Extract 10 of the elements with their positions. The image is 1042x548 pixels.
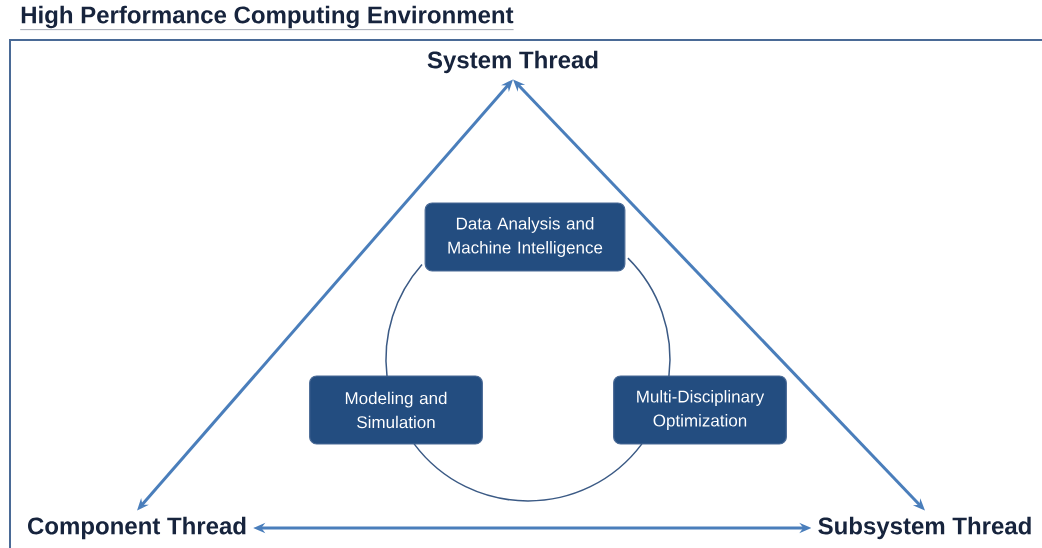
process-box: Multi-Disciplinary Optimization	[613, 375, 787, 445]
thread-label: Component Thread	[28, 516, 246, 540]
connector-arc	[627, 257, 671, 378]
process-box: Modeling and Simulation	[309, 375, 483, 445]
process-box: Data Analysis and Machine Intelligence	[424, 202, 626, 272]
title: High Performance Computing Environment	[20, 5, 514, 30]
thread-label: Subsystem Thread	[818, 516, 1031, 540]
thread-label: System Thread	[427, 50, 598, 74]
connector-arc	[385, 263, 423, 377]
connector-arc	[413, 443, 643, 502]
